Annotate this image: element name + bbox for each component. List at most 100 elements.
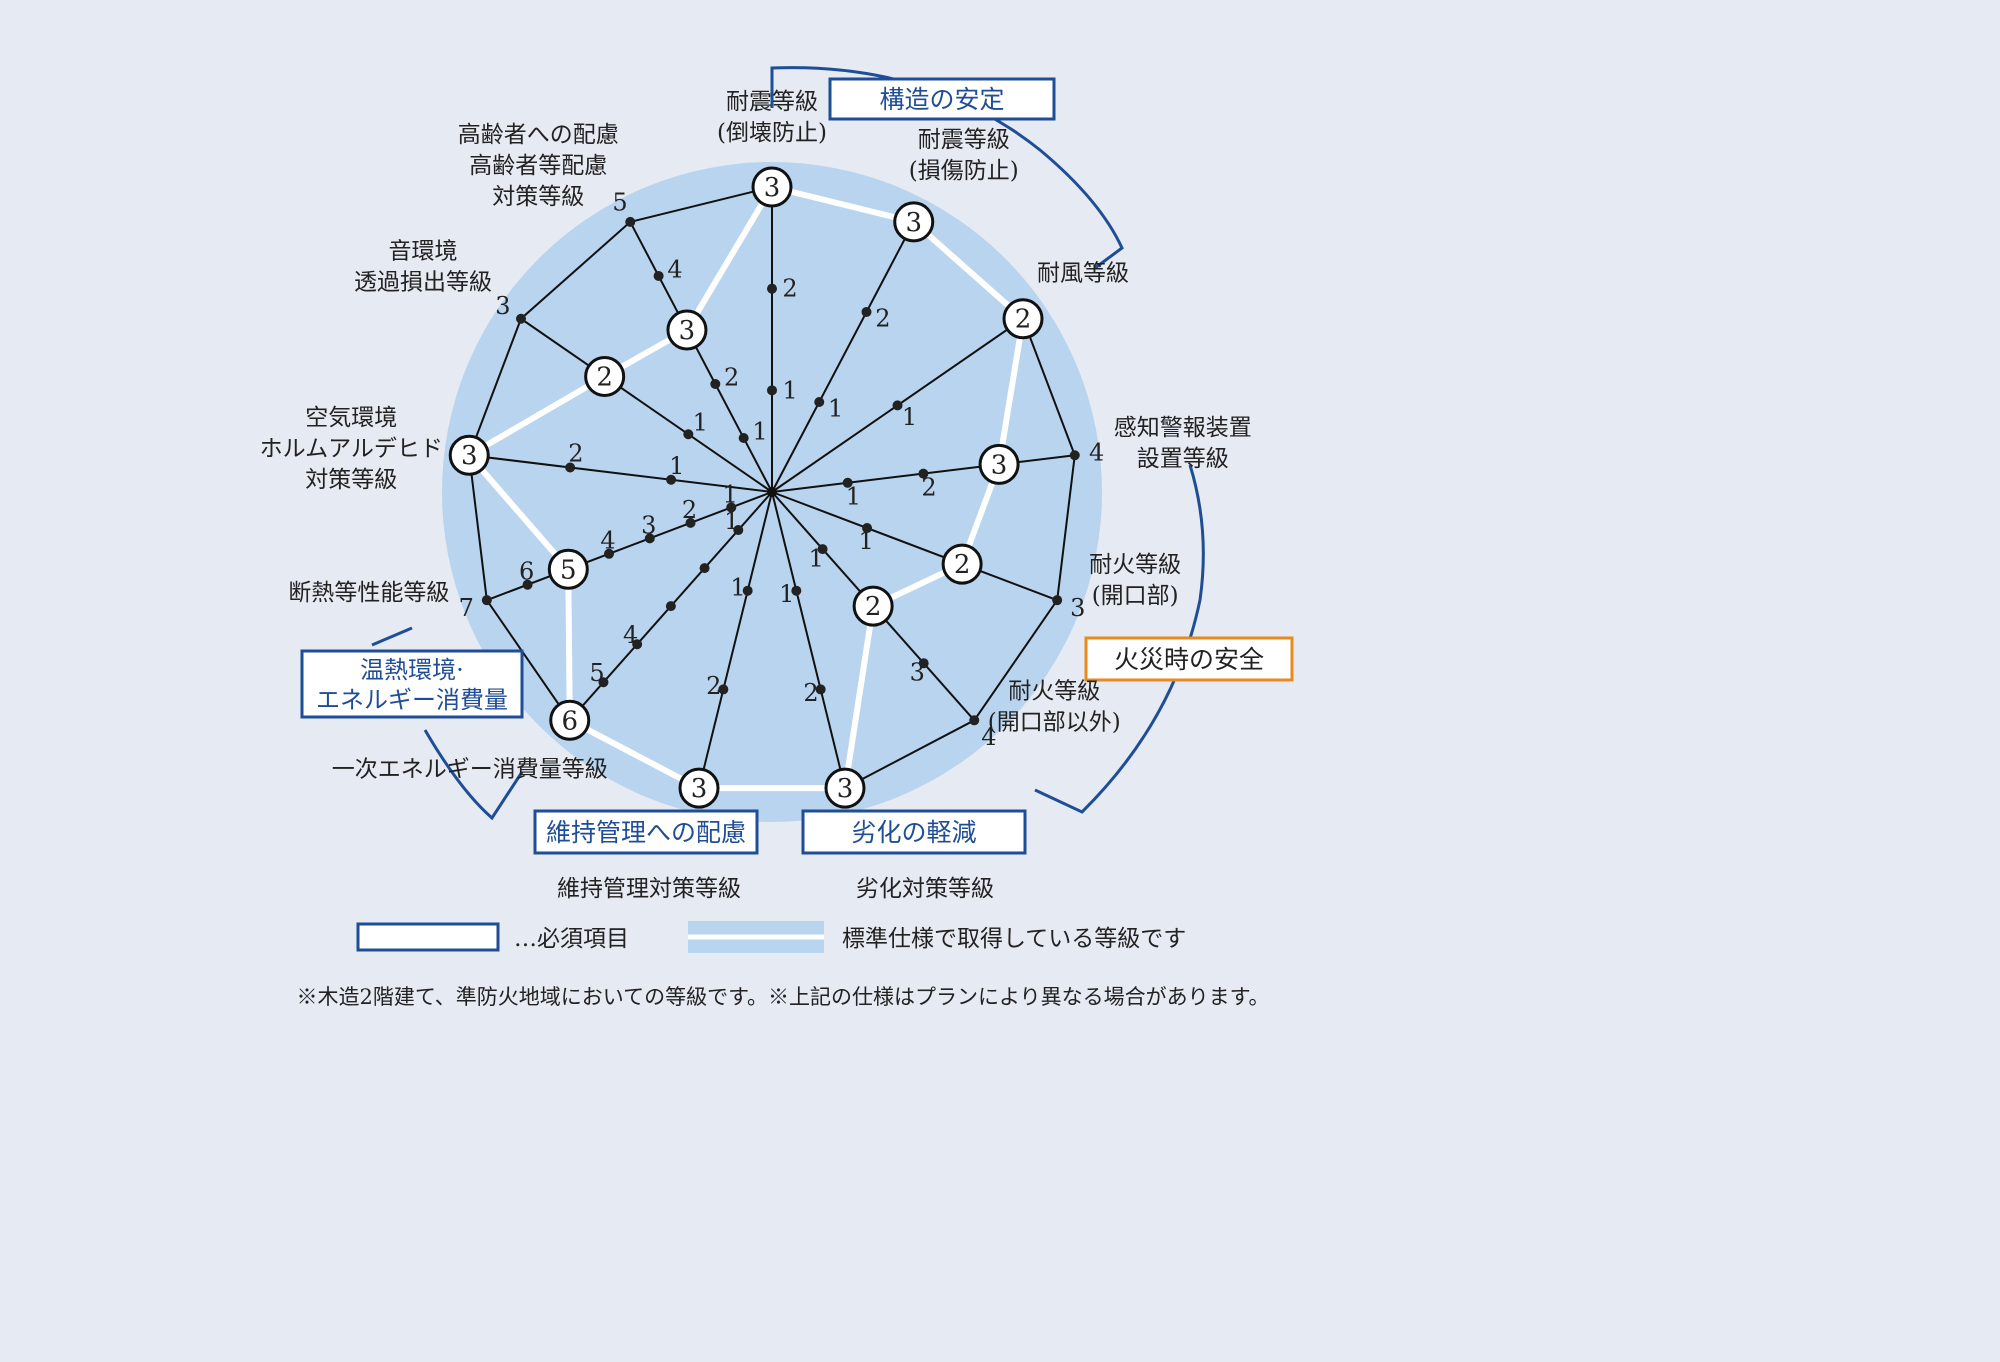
grade-number-9-2: 2 [682, 496, 697, 524]
svg-text:構造の安定: 構造の安定 [879, 85, 1004, 114]
achieved-marker-0 [751, 166, 793, 208]
achieved-grade-4: 2 [954, 550, 971, 580]
grade-dot-12-2 [710, 378, 721, 389]
legend-required-swatch [356, 922, 500, 952]
axis-label-4-0: 耐火等級 [1089, 552, 1181, 578]
axis-label-1-0: 耐震等級 [918, 127, 1010, 153]
axis-label-10-0: 空気環境 [305, 405, 397, 431]
spoke-6 [771, 491, 846, 789]
svg-text:温熱環境·: 温熱環境· [360, 656, 464, 684]
achieved-outline [464, 183, 1027, 792]
grade-dot-5-3 [918, 658, 929, 669]
grade-dot-8-3 [665, 601, 676, 612]
achieved-grade-9: 5 [560, 555, 577, 585]
grade-number-9-1: 1 [723, 480, 738, 508]
grade-number-10-2: 2 [568, 440, 583, 468]
spoke-7 [698, 491, 773, 789]
grade-number-0-1: 1 [782, 376, 797, 404]
grade-dot-8-4 [632, 639, 643, 650]
achieved-marker-1 [893, 201, 935, 243]
structure-bracket [770, 66, 1124, 270]
achieved-marker-10 [448, 434, 490, 476]
spoke-10 [469, 454, 773, 493]
max-dot-4 [1052, 595, 1063, 606]
axis-label-12-2: 対策等級 [492, 184, 584, 210]
grade-dot-6-1 [791, 585, 802, 596]
grade-dot-9-3 [644, 533, 655, 544]
achieved-grade-8: 6 [561, 706, 578, 736]
svg-text:エネルギー消費量: エネルギー消費量 [316, 686, 508, 714]
grade-dot-9-1 [726, 502, 737, 513]
axis-label-10-2: 対策等級 [305, 467, 397, 493]
max-number-9: 7 [459, 594, 474, 622]
grade-number-9-6: 6 [519, 558, 534, 586]
grade-dot-7-2 [718, 684, 729, 695]
grade-dot-11-1 [683, 429, 694, 440]
grade-dot-3-1 [842, 477, 853, 488]
max-number-12: 5 [612, 188, 627, 216]
axis-label-10-1: ホルムアルデヒド [260, 436, 443, 462]
grade-number-12-2: 2 [724, 363, 739, 391]
achieved-marker-2 [1002, 298, 1044, 340]
grade-dot-4-1 [862, 523, 873, 534]
category-degradation: 劣化の軽減 [801, 809, 1027, 855]
spoke-1 [771, 221, 915, 493]
axis-label-3-1: 設置等級 [1137, 446, 1229, 472]
max-dot-11 [515, 313, 526, 324]
max-number-3: 4 [1089, 439, 1104, 467]
axis-label-6-0: 劣化対策等級 [856, 876, 994, 902]
achieved-grade-1: 3 [905, 208, 922, 238]
svg-text:維持管理への配慮: 維持管理への配慮 [546, 818, 746, 847]
achieved-marker-3 [978, 443, 1020, 485]
grade-number-12-1: 1 [752, 417, 767, 445]
category-fire: 火災時の安全 [1084, 636, 1294, 682]
grade-dot-12-4 [653, 270, 664, 281]
footnote: ※木造2階建て、準防火地域においての等級です。※上記の仕様はプランにより異なる場… [296, 985, 1269, 1009]
grade-number-5-1: 1 [808, 544, 823, 572]
spoke-12 [629, 221, 773, 493]
grade-number-3-1: 1 [846, 483, 861, 511]
axis-label-12-1: 高齢者等配慮 [469, 153, 607, 179]
grade-dot-8-2 [699, 563, 710, 574]
grade-number-6-1: 1 [779, 580, 794, 608]
grade-number-9-4: 4 [600, 527, 615, 555]
achieved-grade-7: 3 [691, 774, 708, 804]
grade-number-11-1: 1 [693, 409, 708, 437]
spoke-4 [771, 491, 1058, 602]
spoke-11 [520, 317, 773, 493]
grade-dot-9-6 [522, 579, 533, 590]
max-dot-9 [481, 595, 492, 606]
achieved-grade-10: 3 [461, 441, 478, 471]
achieved-grade-2: 2 [1015, 305, 1032, 335]
grade-dot-6-2 [815, 684, 826, 695]
grade-dot-9-4 [604, 548, 615, 559]
achieved-marker-9 [547, 548, 589, 590]
grade-number-8-1: 1 [724, 507, 739, 535]
axis-label-1-1: (損傷防止) [909, 158, 1019, 184]
achieved-grade-5: 2 [865, 592, 882, 622]
grade-dot-7-1 [742, 585, 753, 596]
axis-label-12-0: 高齢者への配慮 [458, 122, 619, 148]
axis-label-11-0: 音環境 [388, 239, 457, 265]
spoke-9 [486, 491, 773, 602]
grade-dot-8-5 [598, 677, 609, 688]
grade-dot-5-1 [817, 544, 828, 555]
grade-number-10-1: 1 [669, 452, 684, 480]
grade-dot-1-2 [861, 306, 872, 317]
axis-label-0-1: (倒壊防止) [717, 120, 827, 146]
achieved-marker-4 [941, 543, 983, 585]
achieved-marker-11 [584, 355, 626, 397]
achieved-marker-7 [678, 767, 720, 809]
grade-number-12-4: 4 [667, 255, 682, 283]
svg-text:劣化の軽減: 劣化の軽減 [851, 818, 976, 847]
axis-label-4-1: (開口部) [1092, 583, 1179, 609]
max-dot-5 [969, 715, 980, 726]
grade-dot-12-1 [738, 432, 749, 443]
axis-label-3-0: 感知警報装置 [1114, 415, 1252, 441]
grade-number-5-3: 3 [910, 659, 925, 687]
grade-number-2-1: 1 [902, 403, 917, 431]
grade-dot-0-2 [767, 283, 777, 294]
axis-label-2-0: 耐風等級 [1037, 261, 1129, 287]
